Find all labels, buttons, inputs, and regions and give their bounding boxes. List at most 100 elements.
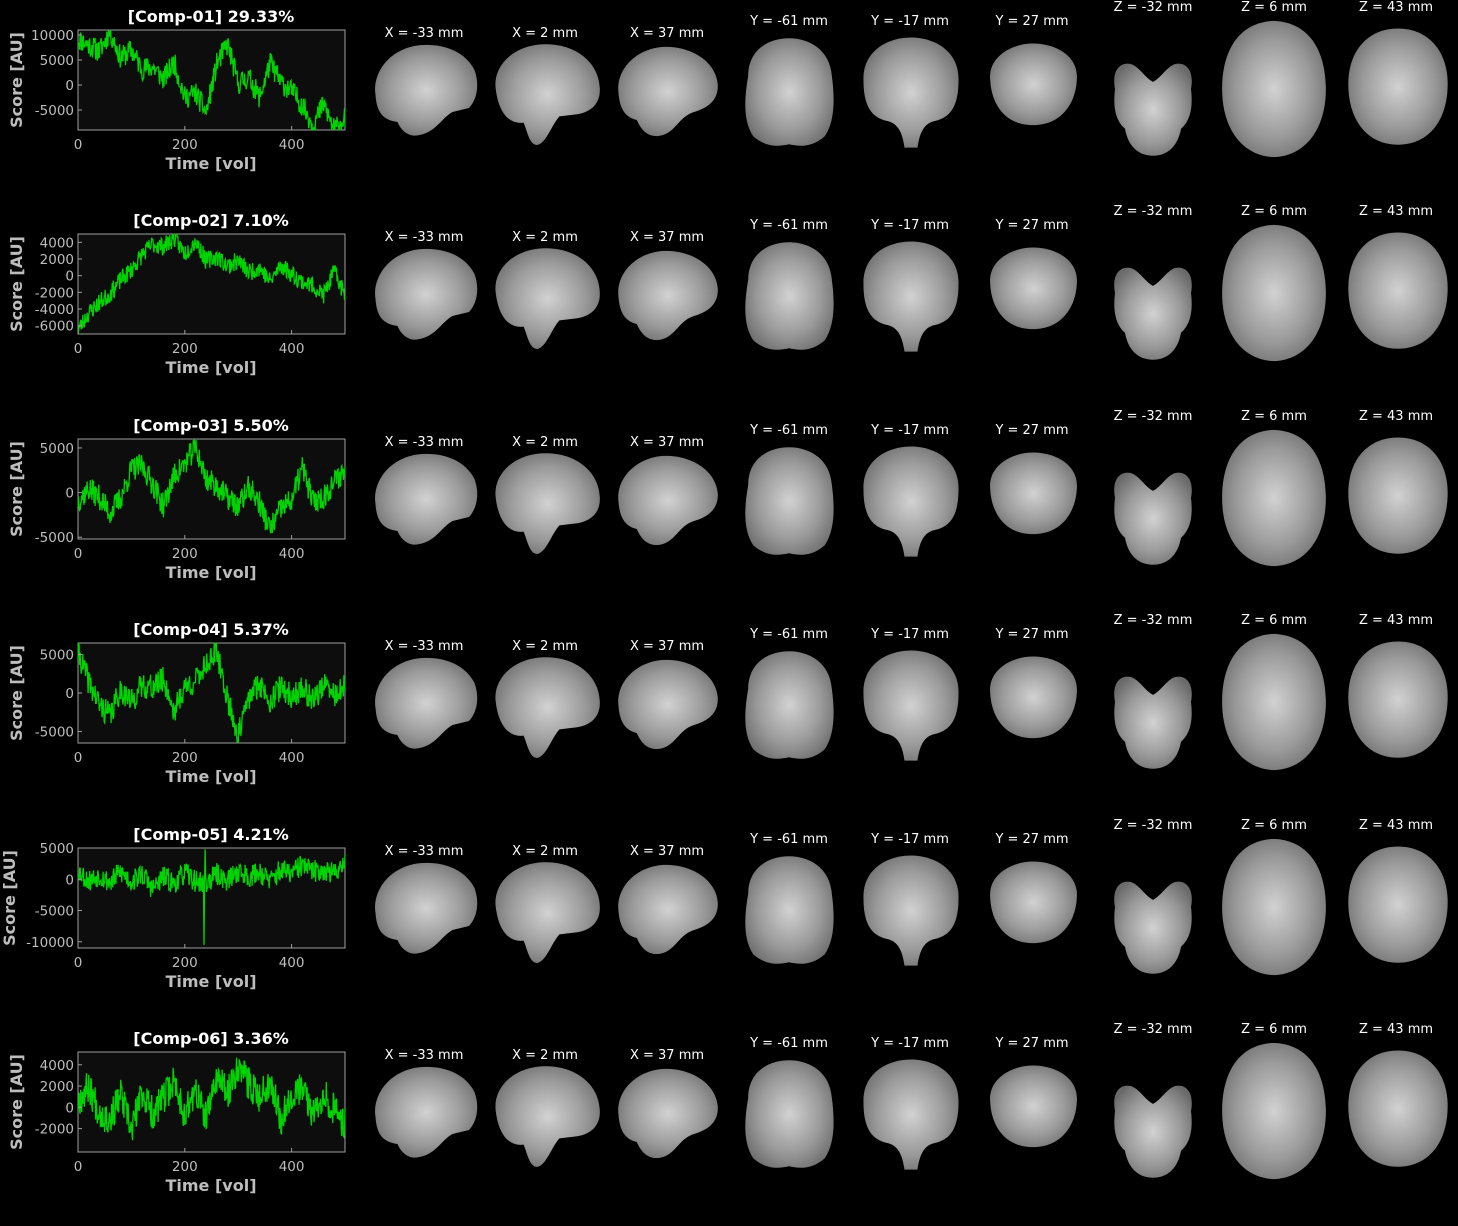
brain-slice-image	[990, 1065, 1077, 1148]
slice-coordinate-label: X = -33 mm	[384, 26, 464, 41]
brain-slice-image	[1348, 641, 1448, 758]
y-tick-label: 4000	[40, 235, 74, 251]
slice-coordinate-label: Z = -32 mm	[1113, 613, 1193, 628]
brain-slice-image	[495, 1066, 600, 1167]
brain-slice-image	[1222, 633, 1326, 771]
slice-coordinate-label: Z = 6 mm	[1241, 0, 1307, 15]
slice-coordinate-label: Z = 43 mm	[1358, 818, 1434, 833]
brain-slice-image	[745, 651, 834, 759]
brain-slice-image	[495, 44, 600, 145]
slice-coordinate-label: Z = 6 mm	[1241, 409, 1307, 424]
timeseries-chart: [Comp-02] 7.10%400020000-2000-4000-60000…	[7, 211, 346, 377]
slice-coordinate-label: Y = 27 mm	[995, 14, 1069, 29]
slice-coordinate-label: Z = 6 mm	[1241, 818, 1307, 833]
slice-coordinate-label: Y = 27 mm	[995, 423, 1069, 438]
x-tick-label: 400	[279, 1159, 305, 1175]
brain-slice-image	[863, 855, 959, 966]
y-tick-label: 0	[65, 269, 74, 285]
slice-coordinate-label: Y = -17 mm	[871, 627, 949, 642]
component-title: [Comp-05] 4.21%	[133, 825, 288, 844]
y-tick-label: -6000	[35, 319, 74, 335]
slice-coordinate-label: Y = 27 mm	[995, 832, 1069, 847]
slice-coordinate-label: X = 37 mm	[629, 1048, 705, 1063]
y-tick-label: -5000	[35, 530, 74, 546]
brain-slice-image	[618, 250, 718, 341]
x-tick-label: 0	[74, 955, 83, 971]
x-tick-label: 200	[172, 546, 198, 562]
brain-slice-image	[375, 657, 478, 749]
x-axis-label: Time [vol]	[165, 358, 256, 377]
slice-coordinate-label: Y = -61 mm	[750, 14, 828, 29]
x-tick-label: 400	[279, 546, 305, 562]
x-axis-label: Time [vol]	[165, 972, 256, 991]
x-axis-label: Time [vol]	[165, 767, 256, 786]
x-tick-label: 0	[74, 1159, 83, 1175]
brain-slice-image	[618, 864, 718, 955]
slice-coordinate-label: Z = -32 mm	[1113, 409, 1193, 424]
y-tick-label: 0	[65, 686, 74, 702]
y-tick-label: 5000	[40, 841, 74, 857]
slice-coordinate-label: Z = 6 mm	[1241, 204, 1307, 219]
series-line	[77, 1057, 346, 1141]
brain-slice-image	[1114, 63, 1192, 156]
y-tick-label: 10000	[31, 28, 74, 44]
x-tick-label: 0	[74, 750, 83, 766]
slice-coordinate-label: Y = -61 mm	[750, 423, 828, 438]
slice-coordinate-label: X = 37 mm	[629, 435, 705, 450]
brain-slice-image	[745, 1060, 834, 1168]
brain-slice-image	[1114, 472, 1192, 565]
brain-slice-image	[1222, 838, 1326, 976]
slice-coordinate-label: Z = 43 mm	[1358, 613, 1434, 628]
slice-coordinate-label: X = -33 mm	[384, 639, 464, 654]
plot-area	[77, 29, 346, 131]
brain-slice-image	[495, 657, 600, 758]
x-tick-label: 0	[74, 341, 83, 357]
y-tick-label: -10000	[26, 935, 74, 951]
plot-area	[77, 233, 346, 335]
x-axis-label: Time [vol]	[165, 563, 256, 582]
component-title: [Comp-06] 3.36%	[133, 1029, 288, 1048]
brain-slice-image	[618, 46, 718, 137]
slice-coordinate-label: X = 2 mm	[512, 230, 578, 245]
series-line	[77, 233, 346, 335]
y-tick-label: -2000	[35, 285, 74, 301]
y-axis-label: Score [AU]	[7, 645, 26, 741]
x-axis-label: Time [vol]	[165, 154, 256, 173]
brain-slice-image	[1222, 1042, 1326, 1180]
x-axis-label: Time [vol]	[165, 1176, 256, 1195]
y-tick-label: 4000	[40, 1058, 74, 1074]
y-tick-label: -5000	[35, 904, 74, 920]
y-axis-label: Score [AU]	[0, 850, 19, 946]
slice-coordinate-label: X = -33 mm	[384, 844, 464, 859]
y-tick-label: -5000	[35, 103, 74, 119]
slice-coordinate-label: Z = -32 mm	[1113, 1022, 1193, 1037]
brain-slice-image	[745, 242, 834, 350]
y-tick-label: 2000	[40, 252, 74, 268]
y-tick-label: 0	[65, 78, 74, 94]
slice-coordinate-label: X = 2 mm	[512, 844, 578, 859]
series-line	[77, 29, 346, 131]
slice-coordinate-label: X = -33 mm	[384, 1048, 464, 1063]
y-tick-label: -4000	[35, 302, 74, 318]
slice-coordinate-label: Y = 27 mm	[995, 627, 1069, 642]
brain-slice-image	[1348, 232, 1448, 349]
y-axis-label: Score [AU]	[7, 236, 26, 332]
series-line	[77, 438, 346, 534]
series-line	[77, 642, 346, 744]
slice-coordinate-label: Y = -17 mm	[871, 423, 949, 438]
slice-coordinate-label: Y = -61 mm	[750, 832, 828, 847]
y-tick-label: 5000	[40, 53, 74, 69]
y-tick-label: -2000	[35, 1122, 74, 1138]
brain-slice-image	[1114, 881, 1192, 974]
brain-slice-image	[990, 43, 1077, 126]
brain-slice-image	[375, 44, 478, 136]
brain-slice-image	[863, 37, 959, 148]
brain-slice-image	[1222, 429, 1326, 567]
y-tick-label: 5000	[40, 648, 74, 664]
brain-slice-image	[618, 455, 718, 546]
